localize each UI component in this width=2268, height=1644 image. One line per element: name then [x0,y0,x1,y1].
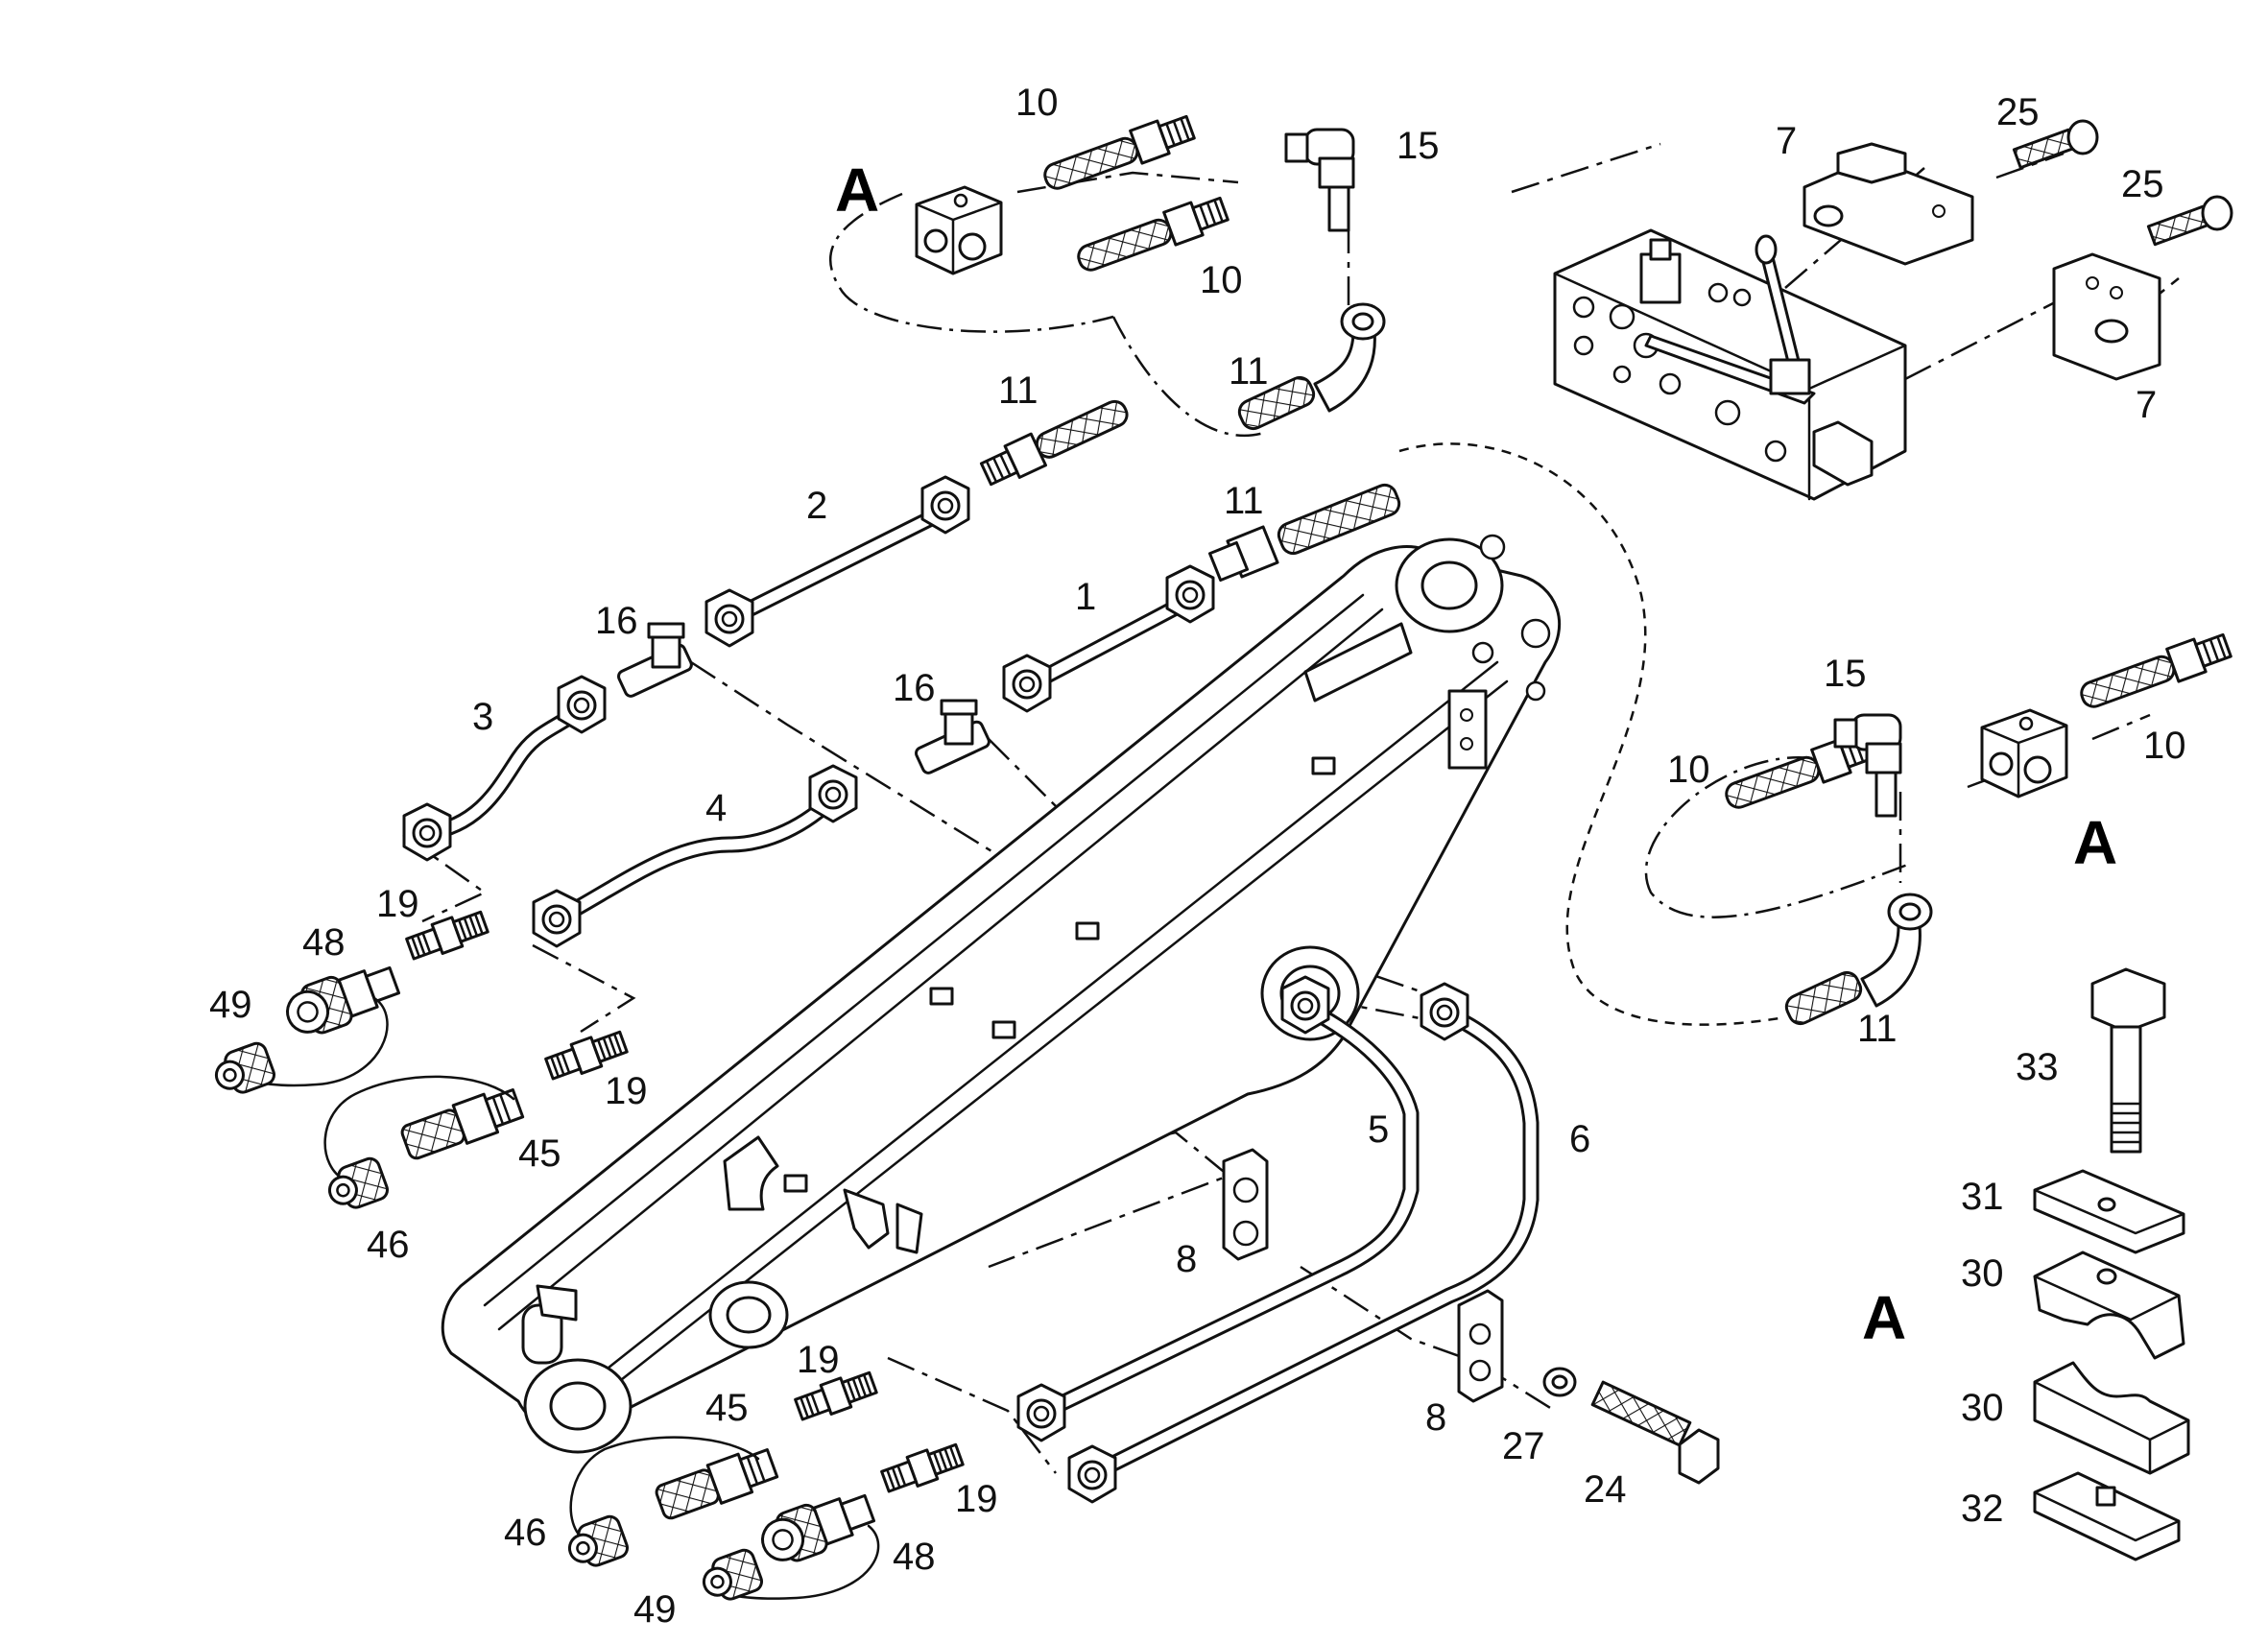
callout-5: 5 [1368,1108,1389,1151]
plate-32 [2033,1471,2181,1561]
clamp-top-left [915,185,1003,275]
callout-46: 46 [504,1512,547,1554]
callout-33: 33 [2016,1046,2059,1088]
bolt-33 [2090,967,2166,1154]
clamp-right-a [1980,708,2068,798]
plug-45-upper [323,1075,527,1182]
hose-10-right-b [2075,628,2234,716]
callout-11: 11 [998,369,1039,412]
callout-11: 11 [1229,350,1269,393]
callout-11: 11 [1857,1008,1898,1050]
callout-3: 3 [472,696,493,738]
callout-2: 2 [806,485,827,527]
callout-45: 45 [705,1387,749,1429]
callout-24: 24 [1584,1468,1627,1511]
section-label-a-bottom: A [1862,1283,1906,1352]
callout-7: 7 [1776,120,1797,162]
pipe-5 [1016,975,1420,1442]
callout-10: 10 [1667,749,1710,791]
boom-arm [441,534,1562,1454]
callout-8: 8 [1425,1396,1446,1439]
pipe-4 [532,764,858,948]
callout-7: 7 [2136,384,2157,426]
callout-19: 19 [376,883,419,925]
callout-19: 19 [605,1070,648,1112]
pipe-3 [402,675,607,862]
washer-27 [1542,1367,1577,1397]
callout-45: 45 [518,1132,561,1175]
elbow-15-right [1833,713,1902,818]
callout-15: 15 [1397,125,1440,167]
pipe-6 [1067,982,1540,1504]
elbow-hose-11-right [1784,893,1933,1026]
callout-48: 48 [893,1536,936,1578]
callout-30: 30 [1961,1387,2004,1429]
screw-25-b [2146,195,2233,247]
elbow-15-top [1284,128,1355,232]
section-label-a-right: A [2073,808,2117,877]
elbow-hose-11-b [1237,302,1386,431]
callout-31: 31 [1961,1176,2004,1218]
callout-6: 6 [1569,1118,1590,1160]
callout-48: 48 [302,921,346,964]
callout-46: 46 [367,1224,410,1266]
callout-labels: 10 10 15 11 11 11 2 1 16 16 3 4 19 48 49… [209,82,2186,1631]
bracket-7-top [1802,142,1974,266]
pipe-2 [704,475,970,648]
cap-49-upper [208,1038,278,1102]
clamp-half-30-b [2033,1361,2190,1475]
hose-11-c [1207,483,1401,583]
callout-19: 19 [955,1478,998,1520]
bracket-7-right [2052,252,2161,381]
callout-16: 16 [595,600,638,642]
clamp-half-30-a [2033,1251,2185,1360]
callout-1: 1 [1075,576,1096,618]
callout-8: 8 [1176,1238,1197,1280]
callout-49: 49 [209,984,252,1026]
callout-19: 19 [797,1339,840,1381]
callout-25: 25 [2121,163,2164,205]
callout-11: 11 [1224,480,1264,522]
cap-46-upper [322,1154,392,1217]
pipe-1 [1002,564,1215,713]
plug-45-low [569,1436,781,1542]
screw-25-a [2012,119,2099,170]
bolt-24 [1590,1380,1720,1485]
callout-32: 32 [1961,1488,2004,1530]
callout-4: 4 [705,787,727,829]
callout-15: 15 [1824,653,1867,695]
tee-fitting-16-mid [915,699,991,774]
clamp-8-mid [1222,1148,1269,1261]
callout-27: 27 [1502,1425,1545,1467]
section-label-a-top: A [835,155,879,225]
clamp-8-low [1457,1289,1504,1403]
hose-10-top [1039,109,1198,198]
callout-30: 30 [1961,1252,2004,1295]
plate-31 [2033,1169,2185,1254]
adapter-19-low-b [878,1439,967,1498]
callout-10: 10 [1200,259,1243,301]
callout-10: 10 [1015,82,1059,124]
tee-fitting-16-left [617,622,693,698]
callout-25: 25 [1996,91,2040,133]
valve-block [1553,228,1907,501]
callout-49: 49 [633,1588,677,1631]
callout-10: 10 [2143,725,2186,767]
callout-16: 16 [893,667,936,709]
